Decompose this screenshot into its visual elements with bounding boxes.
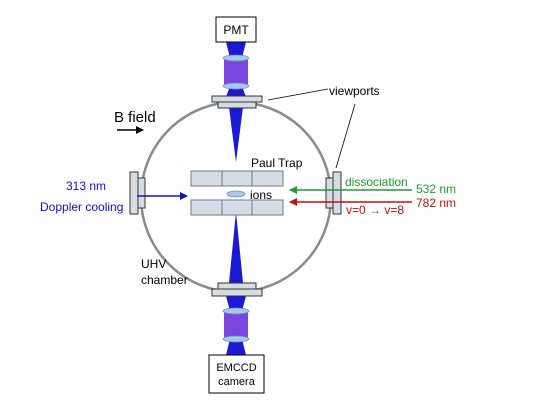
emccd-camera-box [208,354,265,394]
bottom-lens-upper [222,307,250,315]
viewports-callout-top [267,88,329,101]
wavelength-532-label: 532 nm [416,182,456,196]
paul-trap-label: Paul Trap [251,156,303,170]
uhv-label: UHV [141,257,166,271]
left-viewport [129,171,146,215]
doppler-cooling-label: Doppler cooling [40,200,123,214]
top-viewport [211,95,263,109]
camera-label: camera [218,376,256,388]
bottom-lens-lower [222,335,250,343]
right-viewport [325,171,342,215]
pmt-label: PMT [223,23,249,37]
trap-electrode-upper [190,170,284,187]
ion-cloud [226,190,246,198]
bottom-viewport [211,282,263,297]
dissociation-label: dissociation [345,175,408,189]
ions-label: ions [250,188,272,202]
top-imaging-beam [222,42,250,162]
viewports-callout-right [335,103,356,169]
emccd-label: EMCCD [216,362,256,374]
chamber-label: chamber [141,273,188,287]
viewports-label: viewports [329,84,380,98]
paul-trap-electrodes [190,170,284,216]
trap-electrode-lower [190,199,284,216]
transition-label: v=0 → v=8 [346,203,404,217]
b-field-label: B field [114,109,156,126]
pmt-box [215,16,257,43]
bottom-imaging-beam [222,212,250,355]
wavelength-313-label: 313 nm [66,179,106,193]
top-lens-upper [222,54,250,62]
wavelength-782-label: 782 nm [416,196,456,210]
top-lens-lower [222,82,250,90]
